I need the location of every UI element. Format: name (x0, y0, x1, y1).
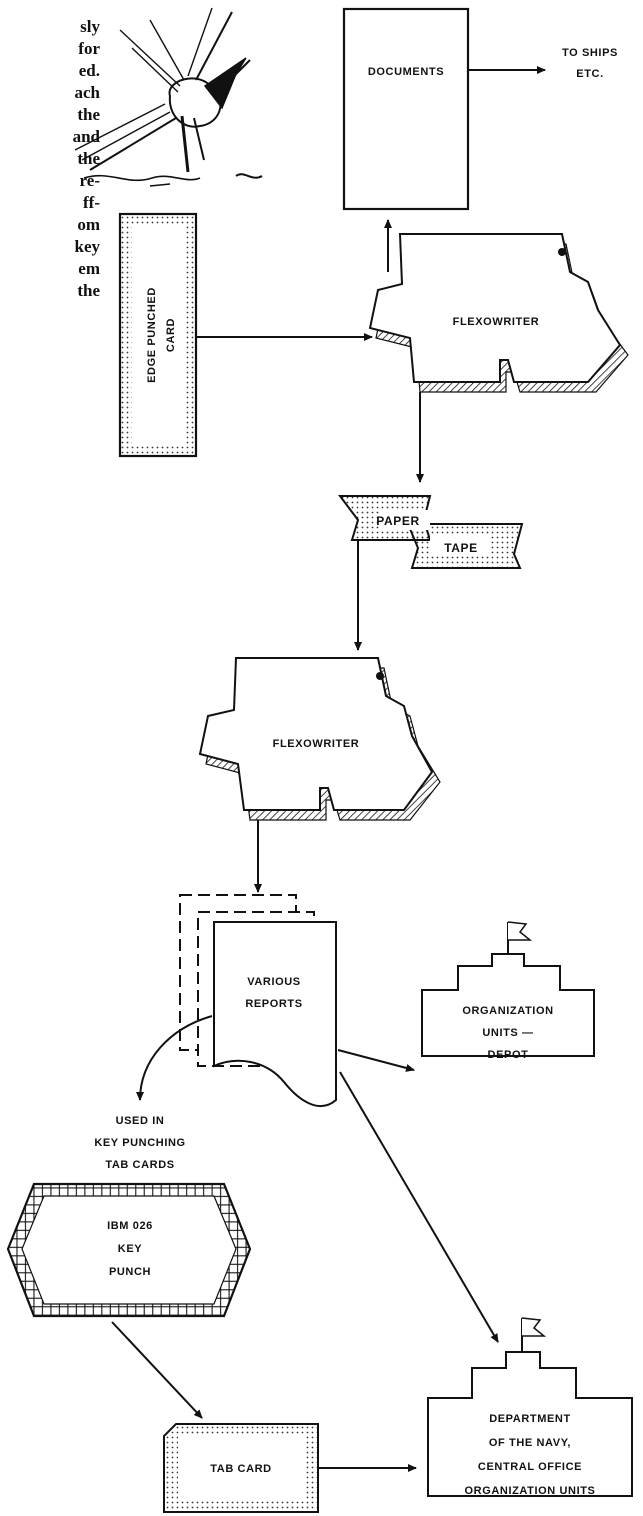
tab-card: TAB CARD (163, 1423, 319, 1513)
arrow-keypunch-to-tabcard (111, 1321, 203, 1419)
intro-line: key (75, 237, 101, 256)
edge-card-label-2: CARD (165, 318, 177, 352)
used-in-label: USED IN (116, 1115, 165, 1127)
edge-punched-card: EDGE PUNCHED CARD (118, 212, 198, 458)
various-reports: VARIOUS REPORTS (179, 894, 337, 1107)
to-ships-label: TO SHIPS (562, 47, 618, 59)
flexowriter-1: FLEXOWRITER (368, 233, 629, 393)
flexowriter-1-label: FLEXOWRITER (453, 316, 540, 328)
navy-label-3: CENTRAL OFFICE (478, 1461, 582, 1473)
intro-line: ff- (83, 193, 100, 212)
keypunch-label: IBM 026 (107, 1220, 153, 1232)
arrow-reports-to-navy (339, 1071, 499, 1343)
tab-card-label: TAB CARD (210, 1463, 271, 1475)
depot-label: ORGANIZATION (462, 1005, 553, 1017)
documents-box: DOCUMENTS (342, 7, 470, 211)
navy-label-4: ORGANIZATION UNITS (465, 1485, 596, 1497)
intro-text: sly for ed. ach the and the re- ff- om k… (73, 17, 101, 300)
tape-label: TAPE (444, 541, 478, 555)
ibm-026-keypunch: IBM 026 KEY PUNCH (6, 1182, 252, 1318)
arrow-reports-to-depot (337, 1049, 415, 1072)
reports-label-2: REPORTS (245, 998, 302, 1010)
intro-line: re- (80, 171, 101, 190)
flexowriter-2-label: FLEXOWRITER (273, 738, 360, 750)
intro-line: the (77, 105, 100, 124)
used-in-label-3: TAB CARDS (105, 1159, 174, 1171)
intro-line: sly (80, 17, 100, 36)
keypunch-label-2: KEY (118, 1243, 142, 1255)
navy-building: DEPARTMENT OF THE NAVY, CENTRAL OFFICE O… (427, 1317, 633, 1497)
depot-label-3: DEPOT (488, 1049, 529, 1061)
intro-line: ed. (79, 61, 100, 80)
depot-building: ORGANIZATION UNITS — DEPOT (421, 921, 595, 1061)
intro-line: the (77, 281, 100, 300)
intro-line: for (78, 39, 100, 58)
depot-label-2: UNITS — (482, 1027, 533, 1039)
intro-line: ach (75, 83, 101, 102)
arrow-reports-to-keypunch-note (136, 1015, 213, 1101)
navy-label-2: OF THE NAVY, (489, 1437, 571, 1449)
intro-line: and (73, 127, 101, 146)
rocket-illustration (74, 7, 263, 187)
paper-label: PAPER (376, 514, 419, 528)
navy-label: DEPARTMENT (489, 1413, 571, 1425)
documents-label: DOCUMENTS (368, 66, 444, 78)
flexowriter-2: FLEXOWRITER (198, 657, 441, 821)
used-in-label-2: KEY PUNCHING (94, 1137, 185, 1149)
paper-tape: PAPER TAPE (338, 495, 524, 569)
to-ships-label-2: ETC. (576, 68, 603, 80)
intro-line: em (78, 259, 100, 278)
intro-line: om (77, 215, 100, 234)
reports-label: VARIOUS (247, 976, 301, 988)
edge-card-label: EDGE PUNCHED (146, 287, 158, 383)
keypunch-label-3: PUNCH (109, 1266, 151, 1278)
